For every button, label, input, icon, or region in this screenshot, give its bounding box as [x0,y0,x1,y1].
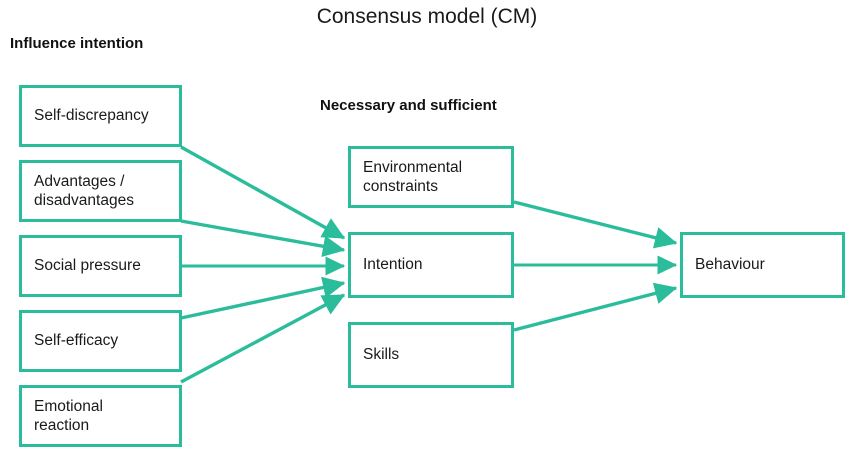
edge-self-efficacy-to-intention [180,276,346,320]
node-environmental-constraints-label: Environmental constraints [363,158,463,195]
node-behaviour-label: Behaviour [695,256,765,274]
node-environmental-constraints[interactable]: Environmental constraints [348,146,514,208]
heading-influence-intention: Influence intention [10,35,144,52]
heading-necessary-and-sufficient: Necessary and sufficient [320,97,497,114]
node-self-efficacy-label: Self-efficacy [34,332,119,350]
node-self-efficacy[interactable]: Self-efficacy [19,310,182,372]
edge-emotional-reaction-to-intention [180,293,346,384]
edge-self-discrepancy-to-intention [180,145,346,240]
node-skills[interactable]: Skills [348,322,514,388]
edge-environmental-constraints-to-behaviour [513,200,678,249]
node-intention[interactable]: Intention [348,232,514,298]
node-intention-label: Intention [363,256,423,274]
node-emotional-reaction-label: Emotional reaction [34,397,103,434]
diagram-title: Consensus model (CM) [316,5,538,28]
node-behaviour[interactable]: Behaviour [680,232,845,298]
edge-skills-to-behaviour [513,282,678,332]
node-emotional-reaction[interactable]: Emotional reaction [19,385,182,447]
node-self-discrepancy-label: Self-discrepancy [34,107,149,125]
node-social-pressure-label: Social pressure [34,257,141,275]
node-social-pressure[interactable]: Social pressure [19,235,182,297]
node-advantages-disadvantages[interactable]: Advantages / disadvantages [19,160,182,222]
node-advantages-disadvantages-label: Advantages / disadvantages [34,172,134,209]
node-self-discrepancy[interactable]: Self-discrepancy [19,85,182,147]
node-skills-label: Skills [363,346,400,364]
edge-advantages-to-intention [180,219,346,258]
